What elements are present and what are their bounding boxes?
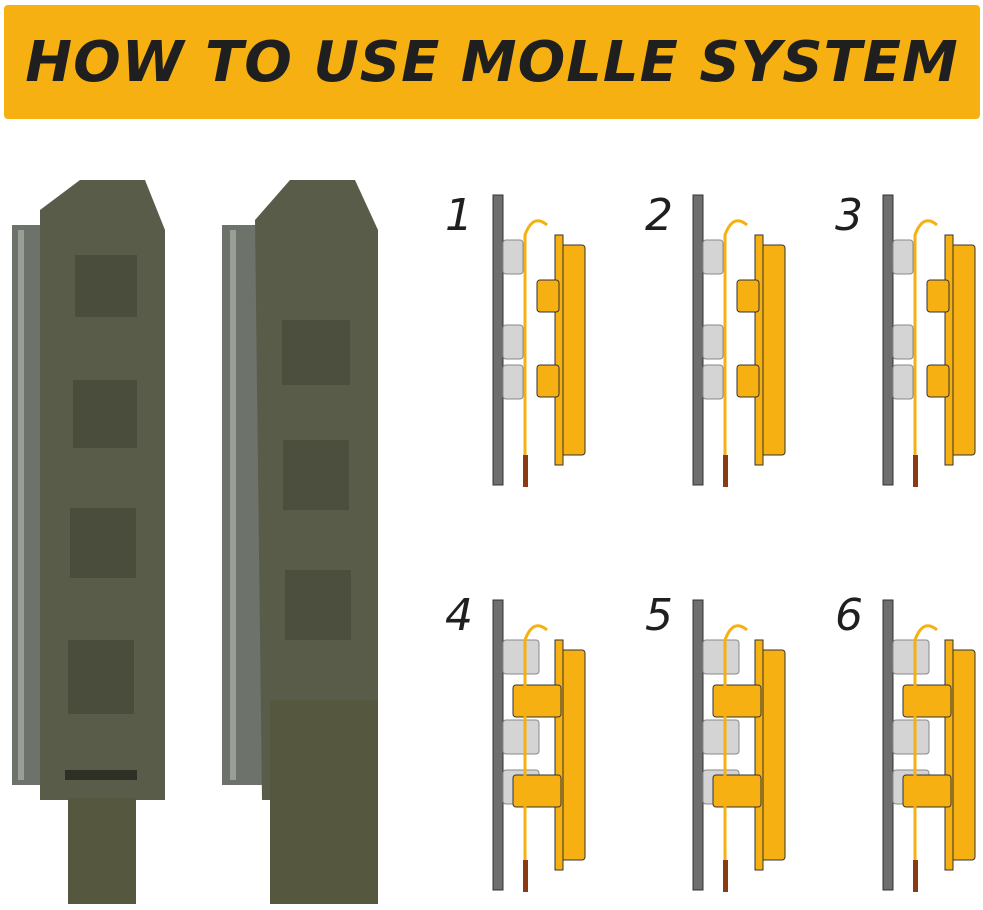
step-3-illustration	[882, 194, 976, 487]
step-number: 1	[445, 190, 473, 241]
right-strap-tab	[270, 700, 378, 904]
step-4-illustration	[492, 599, 586, 892]
left-strap-zipper	[12, 225, 42, 785]
step-number: 2	[645, 190, 673, 241]
molle-strap-photo	[12, 180, 378, 904]
step-number: 6	[835, 590, 863, 641]
step-diagram-2: 2	[645, 190, 835, 510]
banner-title: HOW TO USE MOLLE SYSTEM	[25, 29, 959, 95]
step-1-illustration	[492, 194, 586, 487]
title-banner: HOW TO USE MOLLE SYSTEM	[4, 5, 980, 119]
left-strap-tab	[68, 798, 136, 904]
step-diagram-4: 4	[445, 590, 635, 910]
step-diagram-1: 1	[445, 190, 635, 510]
step-diagram-6: 6	[835, 590, 983, 910]
step-number: 3	[835, 190, 863, 241]
step-number: 5	[645, 590, 673, 641]
step-number: 4	[445, 590, 473, 641]
step-diagram-3: 3	[835, 190, 983, 510]
step-2-illustration	[692, 194, 786, 487]
step-diagram-5: 5	[645, 590, 835, 910]
step-6-illustration	[882, 599, 976, 892]
step-5-illustration	[692, 599, 786, 892]
right-strap-zipper	[222, 225, 262, 785]
